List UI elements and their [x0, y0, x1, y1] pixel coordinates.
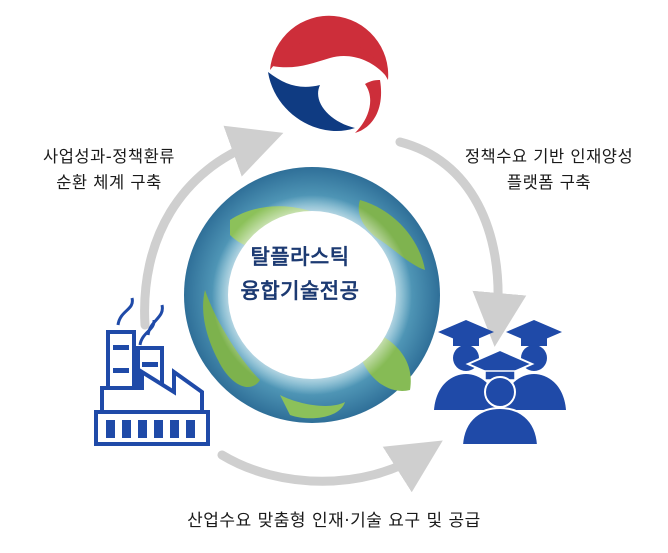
- globe-icon: [184, 167, 440, 423]
- label-left-line2: 순환 체계 구축: [56, 173, 162, 192]
- center-label-line2: 융합기술전공: [240, 279, 360, 303]
- graduates-icon: [434, 320, 566, 446]
- center-label-line1: 탈플라스틱: [250, 245, 350, 269]
- cycle-arrow-bottom: [217, 440, 443, 493]
- label-industry-demand: 산업수요 맞춤형 인재·기술 요구 및 공급: [187, 511, 481, 531]
- cycle-arrow-left: [140, 125, 284, 330]
- government-emblem-icon: [268, 15, 389, 133]
- label-talent-platform: 정책수요 기반 인재양성 플랫폼 구축: [444, 144, 654, 196]
- label-policy-feedback: 사업성과-정책환류 순환 체계 구축: [14, 144, 204, 196]
- label-left-line1: 사업성과-정책환류: [43, 147, 175, 166]
- cycle-arrow-right: [395, 137, 527, 347]
- label-right-line1: 정책수요 기반 인재양성: [464, 147, 634, 166]
- center-label: 탈플라스틱 융합기술전공: [200, 240, 400, 308]
- factory-icon: [94, 297, 210, 446]
- label-right-line2: 플랫폼 구축: [506, 173, 592, 192]
